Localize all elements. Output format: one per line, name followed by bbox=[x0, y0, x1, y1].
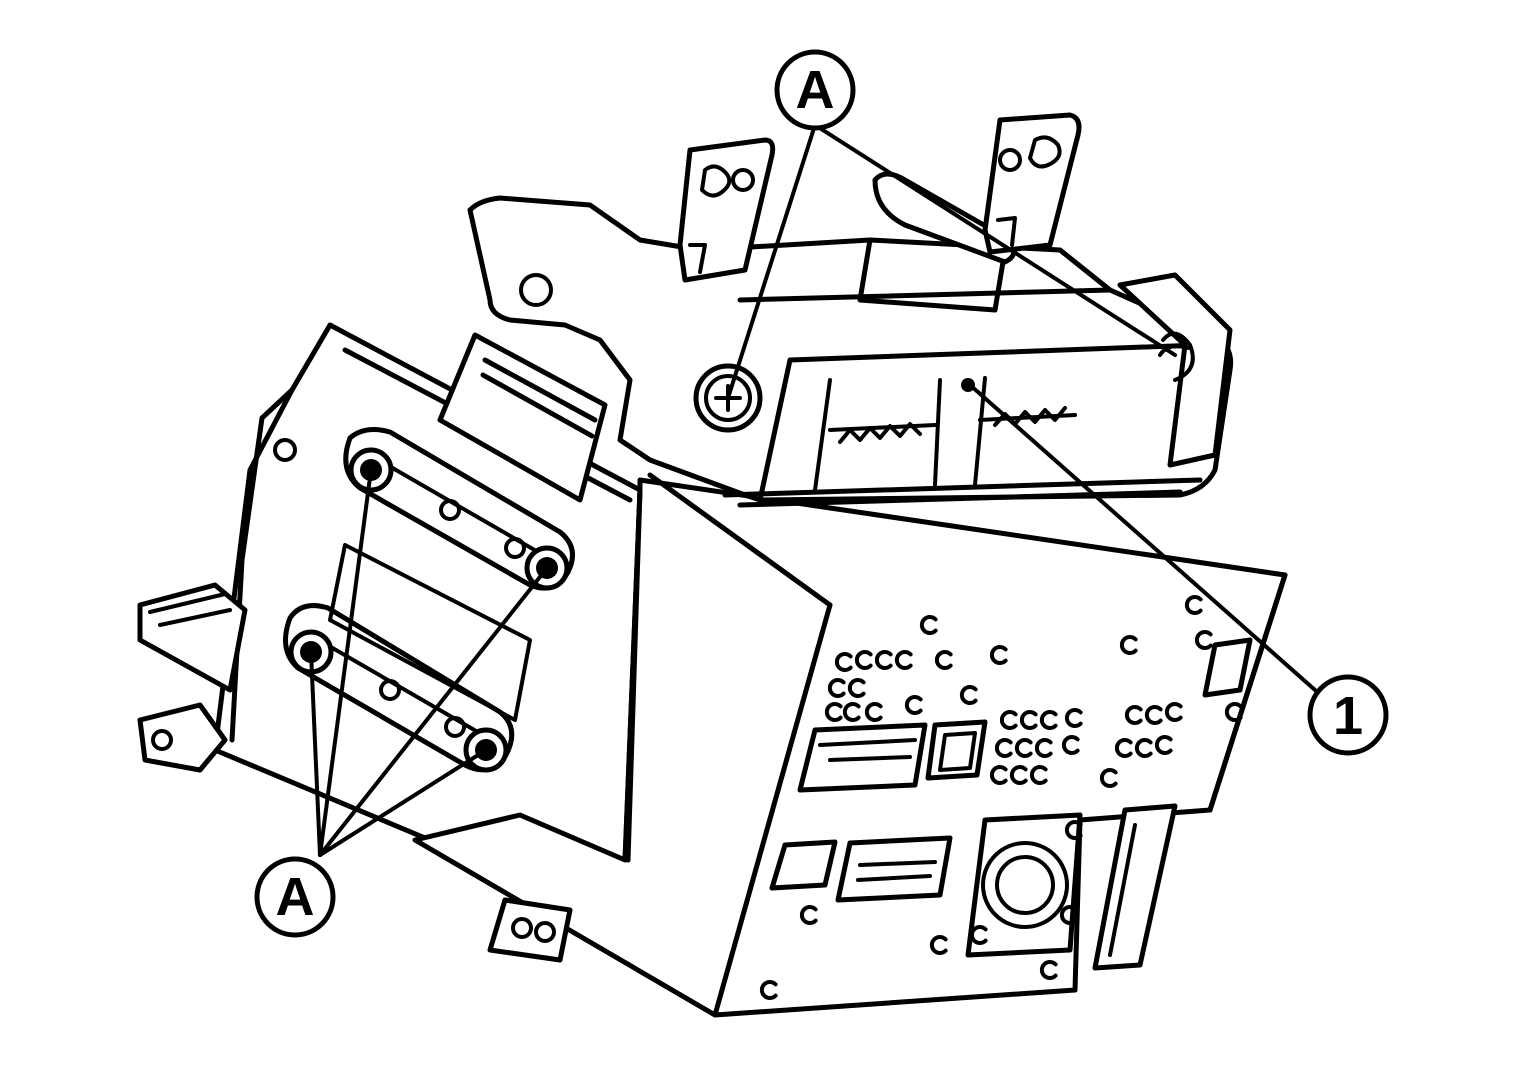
terminal-screw bbox=[834, 652, 853, 672]
terminal-screw bbox=[1119, 635, 1138, 655]
top-left-mount-tab bbox=[677, 137, 776, 283]
leader-bottom-to-screw-3 bbox=[309, 650, 322, 857]
terminal-screw bbox=[1144, 705, 1163, 725]
terminal-screw bbox=[1124, 705, 1143, 725]
rear-panel-connectors bbox=[769, 637, 1253, 971]
terminal-screw bbox=[1154, 735, 1173, 755]
connector-lower-mid bbox=[835, 835, 953, 903]
module-screw-far-right bbox=[1158, 344, 1190, 357]
terminal-screw bbox=[1061, 735, 1080, 755]
leader-lines bbox=[309, 123, 1317, 857]
callout-part-1: 1 bbox=[1307, 674, 1389, 756]
terminal-screw bbox=[1164, 702, 1183, 722]
terminal-screw bbox=[1099, 768, 1118, 788]
terminal-screw bbox=[1184, 595, 1203, 615]
callout-top-a-label: A bbox=[796, 60, 835, 120]
terminal-screw bbox=[989, 765, 1008, 785]
terminal-screw bbox=[1039, 960, 1058, 980]
terminal-screw bbox=[1019, 710, 1038, 730]
terminal-screw bbox=[1034, 738, 1053, 758]
chassis-bottom-tab bbox=[487, 897, 573, 963]
terminal-screw bbox=[1014, 738, 1033, 758]
terminal-screw bbox=[824, 702, 843, 722]
terminal-screw bbox=[919, 615, 938, 635]
terminal-screw bbox=[904, 695, 923, 715]
top-module bbox=[467, 171, 1234, 508]
terminal-screw bbox=[1064, 708, 1083, 728]
bracket-slot-plates bbox=[283, 427, 575, 773]
callout-bottom-a-label: A bbox=[276, 867, 315, 927]
terminal-screw bbox=[799, 905, 818, 925]
terminal-screw bbox=[827, 678, 846, 698]
terminal-screw bbox=[934, 650, 953, 670]
leader-part-1-dot bbox=[961, 378, 975, 392]
callout-top-a: A bbox=[774, 49, 856, 131]
terminal-screw bbox=[959, 685, 978, 705]
leader-bottom-to-screw-2 bbox=[318, 566, 549, 857]
terminal-screw bbox=[847, 678, 866, 698]
leader-bottom-to-screw-1 bbox=[318, 468, 373, 857]
callout-part-1-label: 1 bbox=[1333, 686, 1363, 746]
terminal-screw bbox=[894, 650, 913, 670]
terminal-screw bbox=[994, 738, 1013, 758]
bracket-handle-groove bbox=[480, 357, 598, 439]
terminal-screw bbox=[929, 935, 948, 955]
terminal-screw bbox=[1134, 738, 1153, 758]
rear-panel-terminal-screws bbox=[759, 595, 1243, 1000]
leader-bottom-to-screw-4 bbox=[318, 748, 488, 857]
terminal-screw bbox=[989, 645, 1008, 665]
terminal-screw bbox=[1064, 820, 1083, 840]
terminal-screw bbox=[874, 650, 893, 670]
leader-top-to-far-screw bbox=[813, 123, 1177, 357]
terminal-screw bbox=[1059, 905, 1078, 925]
connector-lower-left bbox=[769, 839, 838, 891]
terminal-screw bbox=[854, 650, 873, 670]
terminal-screw bbox=[842, 702, 861, 722]
terminal-screw bbox=[1194, 630, 1213, 650]
terminal-screw bbox=[1224, 702, 1243, 722]
terminal-screw bbox=[864, 702, 883, 722]
cooling-fan-housing bbox=[965, 812, 1083, 958]
terminal-screw bbox=[999, 710, 1018, 730]
callout-bottom-a: A bbox=[254, 856, 336, 938]
terminal-screw bbox=[759, 980, 778, 1000]
terminal-screw bbox=[1009, 765, 1028, 785]
terminal-screw bbox=[1114, 738, 1133, 758]
terminal-screw bbox=[969, 925, 988, 945]
terminal-screw bbox=[1039, 710, 1058, 730]
top-right-mount-tab bbox=[982, 112, 1082, 255]
leader-top-to-module-screw bbox=[726, 123, 817, 400]
leader-part-1 bbox=[968, 383, 1317, 692]
terminal-screw bbox=[1029, 765, 1048, 785]
